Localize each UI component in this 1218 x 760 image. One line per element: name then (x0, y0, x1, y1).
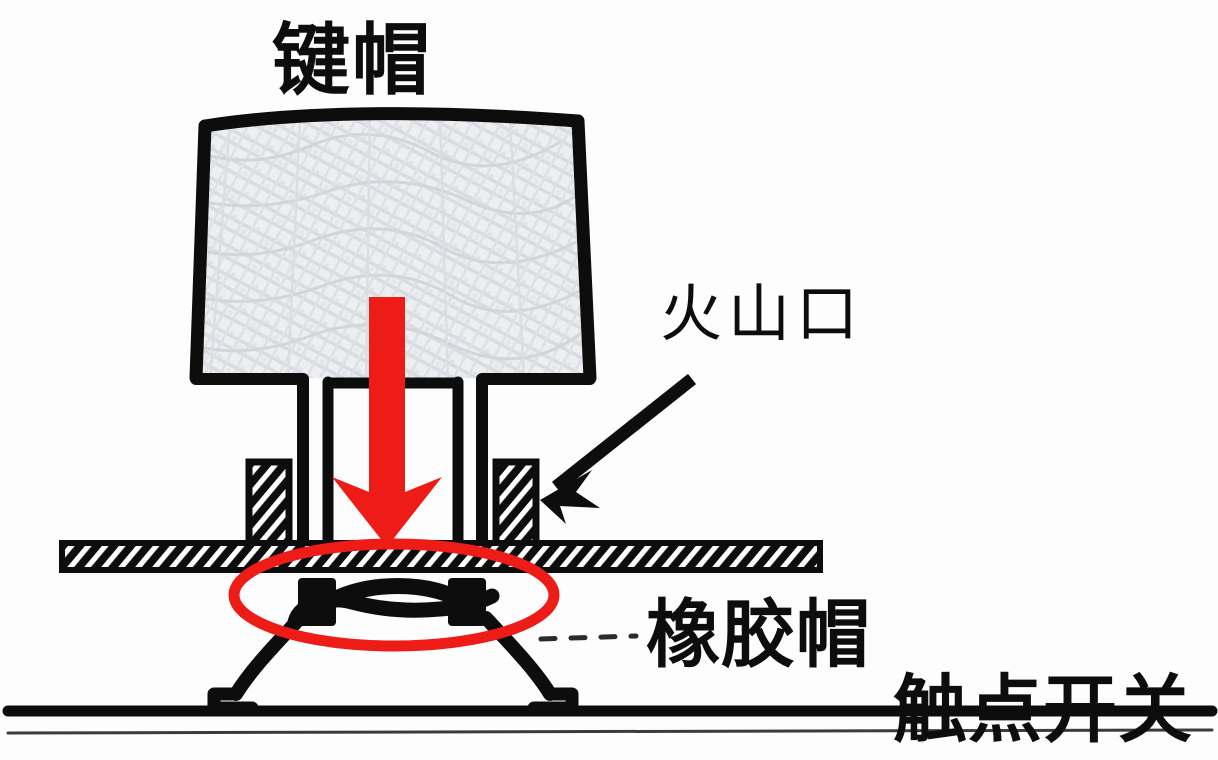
rubber-cap-group (207, 577, 579, 715)
keycap-right-edge (571, 114, 597, 385)
label-rubber-cap: 橡胶帽 (646, 592, 871, 678)
pcb-bottom-line (6, 728, 1214, 735)
contact-switch-group (2, 705, 1218, 735)
label-volcano-crater: 火山口 (660, 277, 865, 350)
rubber-skirt-right (479, 611, 557, 701)
highlight-ellipse (228, 538, 560, 652)
keycap-group (189, 107, 597, 562)
keycap-outline (198, 107, 585, 133)
rubber-nub-left (298, 578, 336, 626)
crater-pointer-arrow (540, 373, 697, 524)
label-keycap: 键帽 (272, 16, 433, 106)
rubber-skirt-left (229, 611, 307, 701)
press-arrow (332, 297, 442, 547)
keycap-body-fill (196, 115, 590, 378)
keycap-left-edge (189, 119, 212, 385)
keycap-underside-left (190, 373, 309, 554)
label-contact-switch: 触点开关 (893, 667, 1193, 753)
rubber-nub-right (448, 578, 486, 626)
keycap-underside-right (476, 373, 596, 554)
rubber-cap-leader (538, 633, 639, 642)
